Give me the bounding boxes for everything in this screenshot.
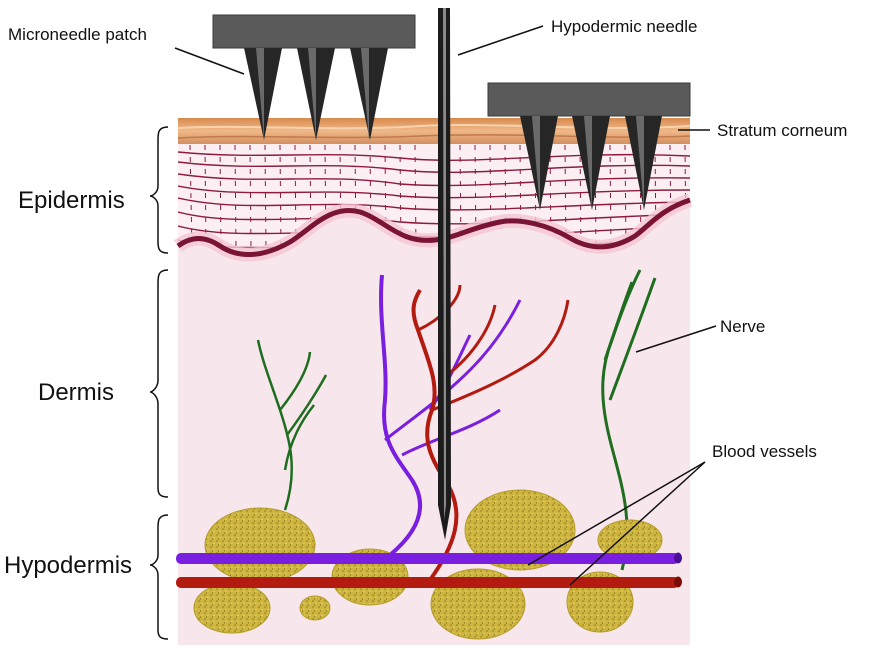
microneedle-patch-right [487,82,691,210]
nerve-left [256,339,328,511]
microneedle-patch-left [212,14,416,140]
label-microneedle-patch: Microneedle patch [8,25,147,44]
label-dermis: Dermis [38,379,114,406]
label-epidermis: Epidermis [18,187,125,214]
label-blood-vessels: Blood vessels [712,442,817,461]
bracket-epidermis [149,126,169,254]
label-nerve: Nerve [720,317,765,336]
main-artery [176,576,682,588]
epidermis-layer [173,140,693,262]
bracket-hypodermis [149,514,169,640]
label-hypodermic-needle: Hypodermic needle [551,17,697,36]
main-vein [176,552,682,564]
stratum-corneum-layer [178,118,690,144]
hypodermic-needle [438,8,451,540]
leader-lines [174,25,717,586]
label-stratum-corneum: Stratum corneum [717,121,847,140]
label-hypodermis: Hypodermis [4,552,132,579]
bracket-dermis [149,269,169,498]
